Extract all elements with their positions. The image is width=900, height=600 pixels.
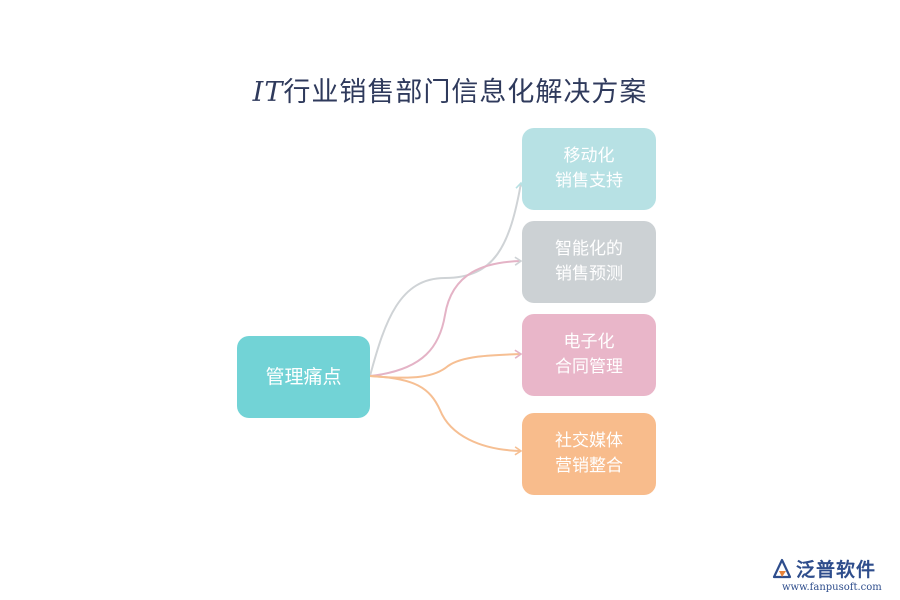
branch-node-line2: 合同管理 [555,357,623,377]
branch-node-line1: 社交媒体 [555,431,623,451]
logo-brand-text: 泛普软件 [796,559,877,581]
branch-node-line2: 销售预测 [555,264,623,284]
root-node-label: 管理痛点 [265,365,342,388]
branch-node-line2: 营销整合 [555,456,623,476]
fanpusoft-logo-icon [772,558,792,579]
branch-node-line1: 智能化的 [555,239,623,259]
fanpusoft-logo: 泛普软件 www.fanpusoft.com [770,555,895,595]
branch-node-social-marketing: 社交媒体 营销整合 [522,413,656,495]
branch-node-mobile-sales: 移动化 销售支持 [522,128,656,210]
connector-4 [369,375,523,456]
branch-node-line2: 销售支持 [555,171,623,191]
title-prefix: IT [252,77,284,108]
root-node: 管理痛点 [237,336,370,418]
branch-node-line1: 电子化 [563,332,615,352]
branch-node-smart-forecast: 智能化的 销售预测 [522,221,656,303]
connector-1 [369,181,525,377]
page-title: IT行业销售部门信息化解决方案 [0,70,900,109]
title-text: 行业销售部门信息化解决方案 [283,77,648,108]
connector-3 [369,349,523,379]
connector-2 [369,256,523,377]
branch-node-e-contract: 电子化 合同管理 [522,314,656,396]
logo-url-text: www.fanpusoft.com [782,582,882,593]
branch-node-line1: 移动化 [563,146,615,166]
